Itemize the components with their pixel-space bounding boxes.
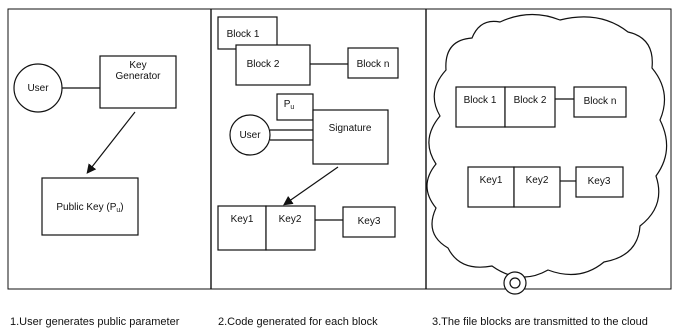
key-generator-label-line1: Key <box>129 60 146 71</box>
block-2-label: Block 2 <box>247 59 280 70</box>
key-1-box <box>218 206 266 250</box>
key-2-box <box>514 167 560 207</box>
cloud-shape <box>427 14 667 277</box>
panel-code-generated: Block 1 Block 2 Block n Pu Signature Use… <box>218 17 398 328</box>
block-n-label: Block n <box>584 96 617 107</box>
user-label: User <box>239 130 261 141</box>
panel2-caption: 2.Code generated for each block <box>218 316 378 328</box>
public-key-label: Public Key (Pu) <box>56 202 123 214</box>
key-1-label: Key1 <box>231 214 254 225</box>
signature-box <box>313 110 388 164</box>
key-3-label: Key3 <box>358 216 381 227</box>
key-2-box <box>266 206 315 250</box>
signature-to-keys-arrow <box>285 167 338 204</box>
block-1-box <box>456 87 505 127</box>
panel3-caption: 3.The file blocks are transmitted to the… <box>432 316 648 328</box>
block-2-box <box>505 87 555 127</box>
key-2-label: Key2 <box>526 175 549 186</box>
block-n-label: Block n <box>357 59 390 70</box>
user-label: User <box>27 83 49 94</box>
pu-box <box>277 94 313 120</box>
key-2-label: Key2 <box>279 214 302 225</box>
panel-transmitted-to-cloud: Block 1 Block 2 Block n Key1 Key2 Key3 3… <box>427 14 667 328</box>
key-generator-label-line2: Generator <box>115 71 161 82</box>
key-1-label: Key1 <box>480 175 503 186</box>
block-1-label: Block 1 <box>227 29 260 40</box>
key-3-label: Key3 <box>588 176 611 187</box>
signature-label: Signature <box>329 123 372 134</box>
key-1-box <box>468 167 514 207</box>
panel-user-generates: User Key Generator Public Key (Pu) 1.Use… <box>10 56 180 328</box>
block-2-label: Block 2 <box>514 95 547 106</box>
panel1-caption: 1.User generates public parameter <box>10 316 180 328</box>
block-1-label: Block 1 <box>464 95 497 106</box>
keygen-to-publickey-arrow <box>88 112 135 172</box>
cloud-bubble-small <box>510 278 520 288</box>
